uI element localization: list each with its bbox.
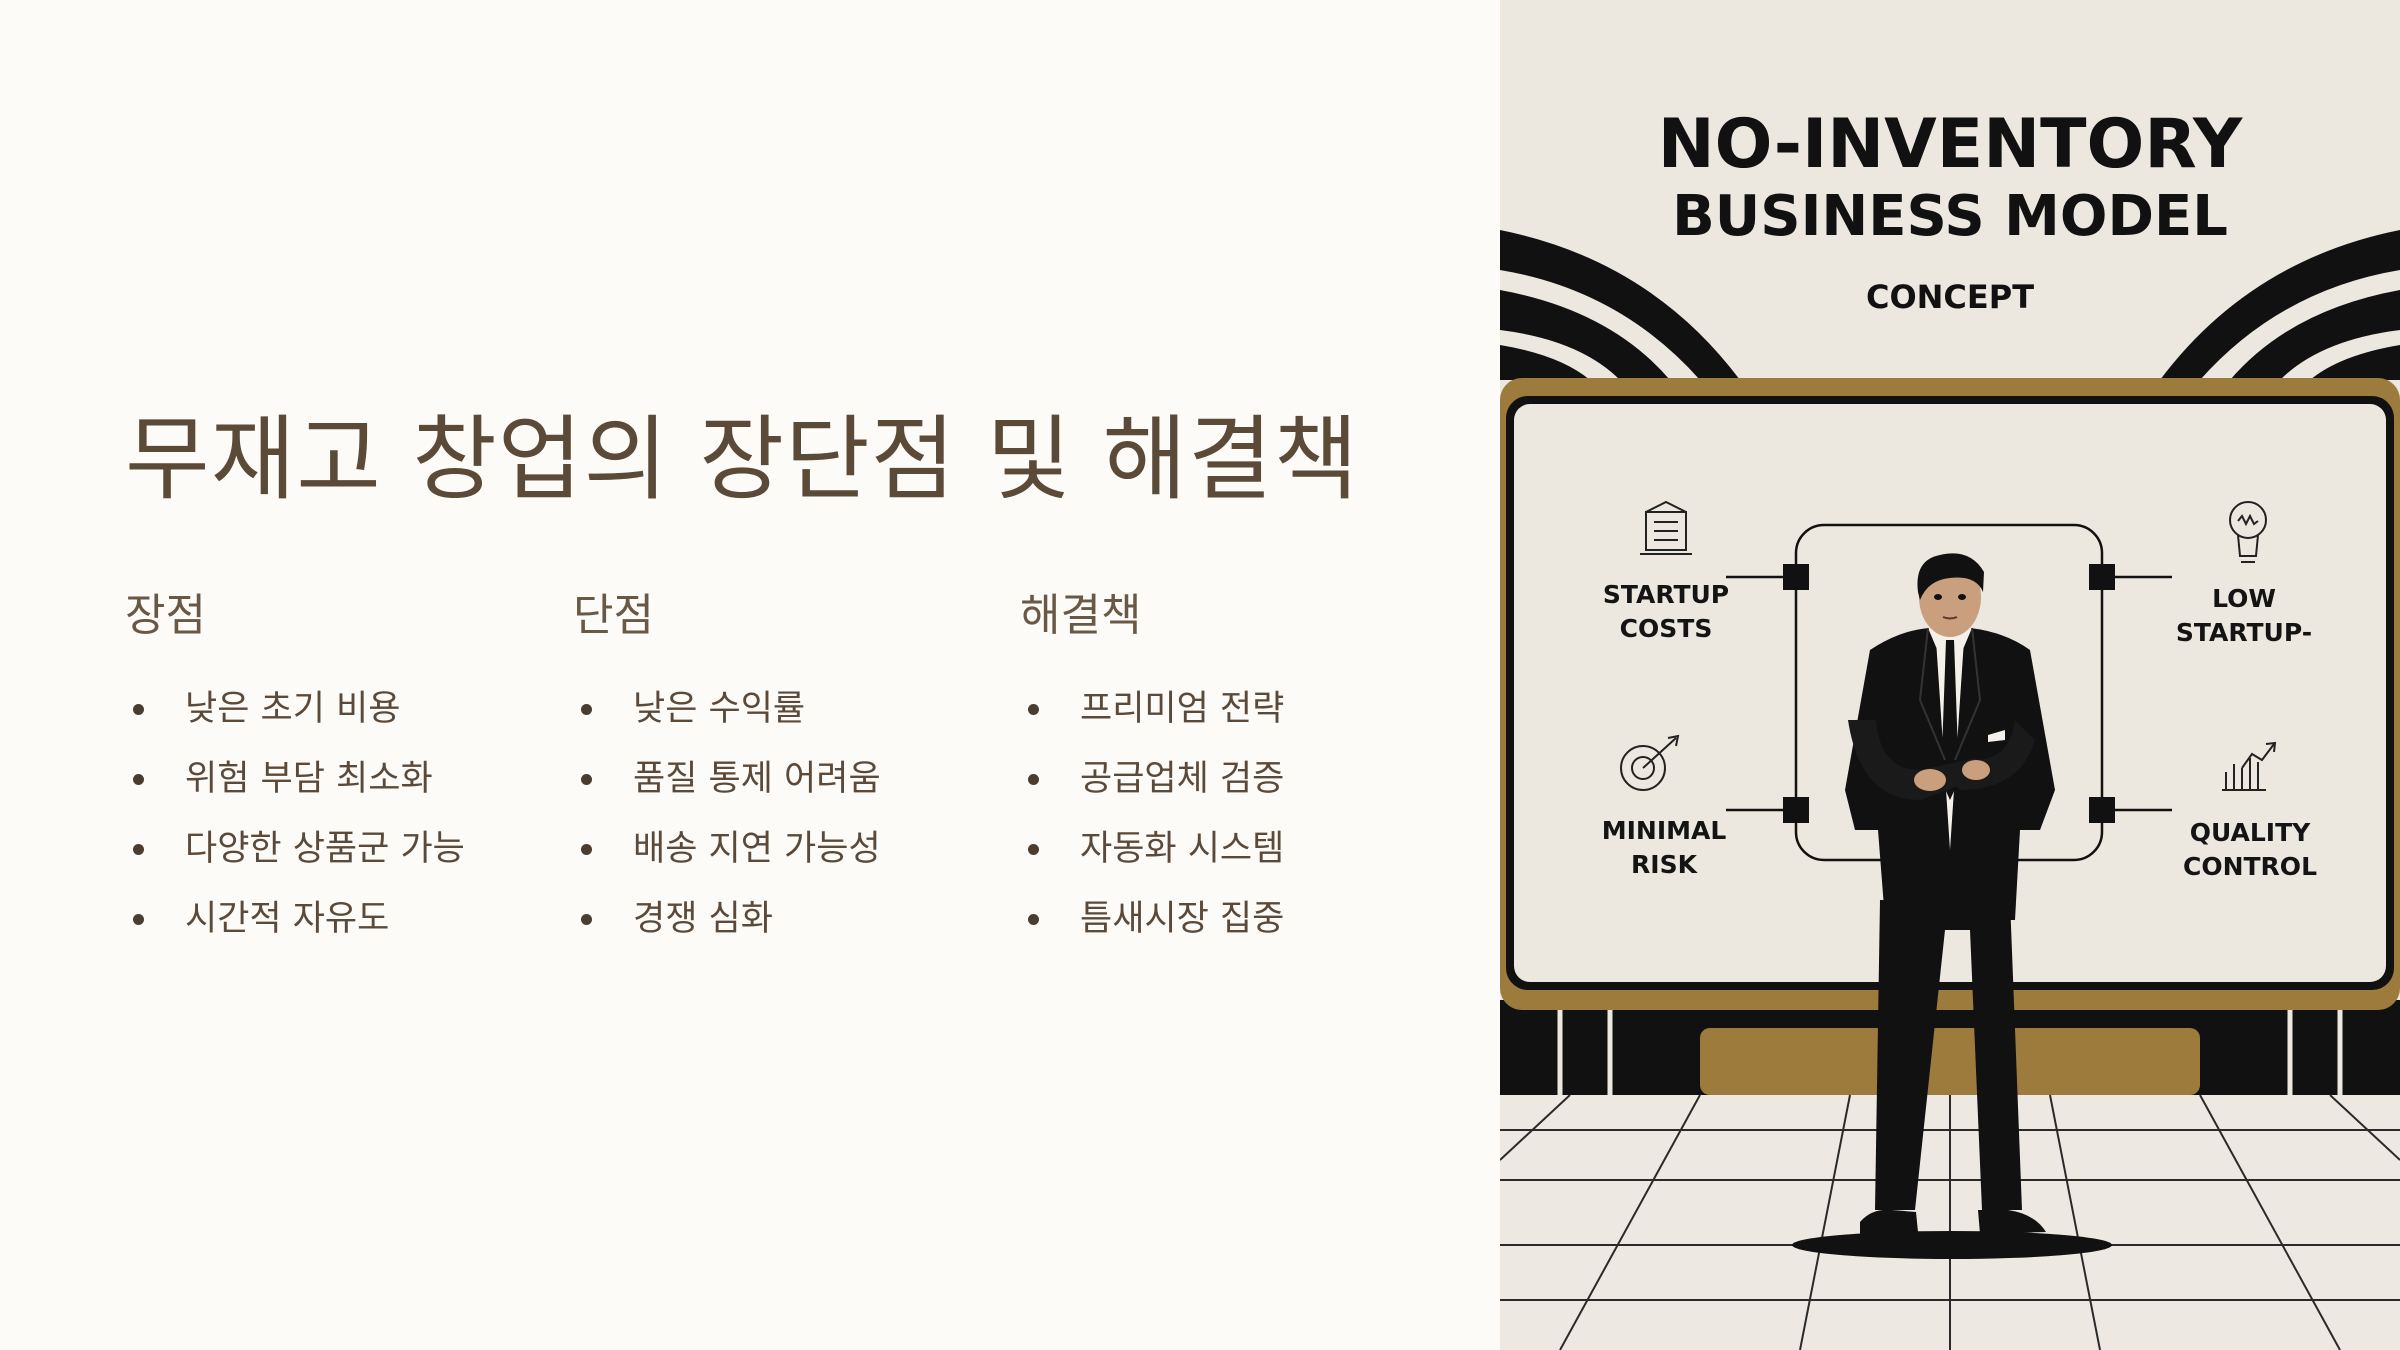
slide-title: 무재고 창업의 장단점 및 해결책 bbox=[125, 406, 1360, 513]
list-item: 시간적 자유도 bbox=[125, 894, 545, 964]
document-icon bbox=[1640, 500, 1692, 555]
bullet bbox=[581, 844, 592, 855]
illustration-art bbox=[1500, 230, 2400, 1350]
growth-chart-icon bbox=[2222, 741, 2277, 791]
list-item: 틈새시장 집중 bbox=[1020, 894, 1440, 964]
column-heading: 해결책 bbox=[1020, 590, 1142, 641]
connector-nodes bbox=[1783, 564, 2115, 823]
stage-stripes bbox=[1557, 1000, 2343, 1095]
left-arc-decoration bbox=[1500, 230, 1740, 380]
list-item: 자동화 시스템 bbox=[1020, 824, 1440, 894]
list-item: 경쟁 심화 bbox=[573, 894, 993, 964]
illustration-title-line1: NO-INVENTORY bbox=[1657, 105, 2243, 184]
column-heading: 장점 bbox=[125, 590, 206, 641]
list-item: 낮은 초기 비용 bbox=[125, 684, 545, 754]
bullet bbox=[1028, 844, 1039, 855]
bullet bbox=[581, 914, 592, 925]
right-arc-decoration bbox=[2160, 230, 2400, 380]
column-pros: 장점 낮은 초기 비용 위험 부담 최소화 다양한 상품군 가능 시간적 자유도 bbox=[125, 588, 545, 964]
list-item: 프리미엄 전략 bbox=[1020, 684, 1440, 754]
label-low-startup: LOW STARTUP- bbox=[2175, 584, 2313, 647]
bullet bbox=[581, 704, 592, 715]
target-icon bbox=[1620, 734, 1680, 791]
column-heading: 단점 bbox=[573, 590, 654, 641]
column-solutions: 해결책 프리미엄 전략 공급업체 검증 자동화 시스템 틈새시장 집중 bbox=[1020, 588, 1440, 964]
bullet bbox=[133, 844, 144, 855]
bullet bbox=[133, 914, 144, 925]
illustration-title: NO-INVENTORY BUSINESS MODEL CONCEPT bbox=[1500, 105, 2400, 317]
list-item: 낮은 수익률 bbox=[573, 684, 993, 754]
bullet bbox=[133, 704, 144, 715]
businessman-figure bbox=[1792, 553, 2112, 1259]
bullet bbox=[1028, 704, 1039, 715]
illustration-panel: NO-INVENTORY BUSINESS MODEL CONCEPT STAR… bbox=[1500, 0, 2400, 1350]
list-item: 다양한 상품군 가능 bbox=[125, 824, 545, 894]
bullet bbox=[581, 774, 592, 785]
floor-grid bbox=[1500, 1094, 2400, 1350]
lightbulb-icon bbox=[2229, 501, 2267, 563]
text-panel: 무재고 창업의 장단점 및 해결책 장점 낮은 초기 비용 위험 부담 최소화 … bbox=[125, 406, 1440, 964]
stage-gold-block bbox=[1700, 1028, 2200, 1095]
column-cons: 단점 낮은 수익률 품질 통제 어려움 배송 지연 가능성 경쟁 심화 bbox=[573, 588, 993, 964]
bullet bbox=[1028, 774, 1039, 785]
list-item: 품질 통제 어려움 bbox=[573, 754, 993, 824]
list-item: 공급업체 검증 bbox=[1020, 754, 1440, 824]
bullet bbox=[133, 774, 144, 785]
bullet bbox=[1028, 914, 1039, 925]
list-item: 위험 부담 최소화 bbox=[125, 754, 545, 824]
list-item: 배송 지연 가능성 bbox=[573, 824, 993, 894]
label-minimal-risk: MINIMAL RISK bbox=[1601, 816, 1727, 879]
illustration-title-line2: BUSINESS MODEL bbox=[1672, 184, 2228, 249]
illustration-title-line3: CONCEPT bbox=[1865, 278, 2035, 316]
label-startup-costs: STARTUP COSTS bbox=[1602, 580, 1730, 643]
label-quality-control: QUALITY CONTROL bbox=[2182, 818, 2317, 881]
